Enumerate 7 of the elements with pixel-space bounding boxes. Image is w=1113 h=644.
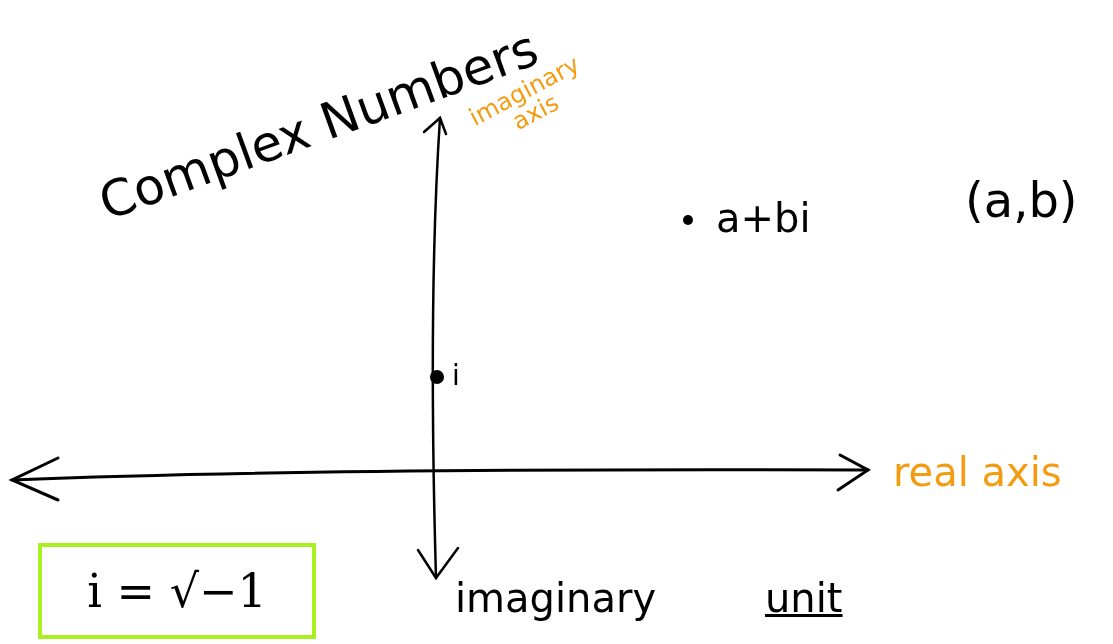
point-label: a+bi bbox=[716, 198, 811, 238]
point-label: i bbox=[452, 362, 460, 390]
coordinate-label: (a,b) bbox=[965, 176, 1078, 224]
axis-label: real axis bbox=[893, 452, 1062, 492]
formula-text: i = √−1 bbox=[87, 564, 267, 618]
annotation-text: unit bbox=[765, 578, 843, 618]
formula-box bbox=[38, 543, 316, 639]
